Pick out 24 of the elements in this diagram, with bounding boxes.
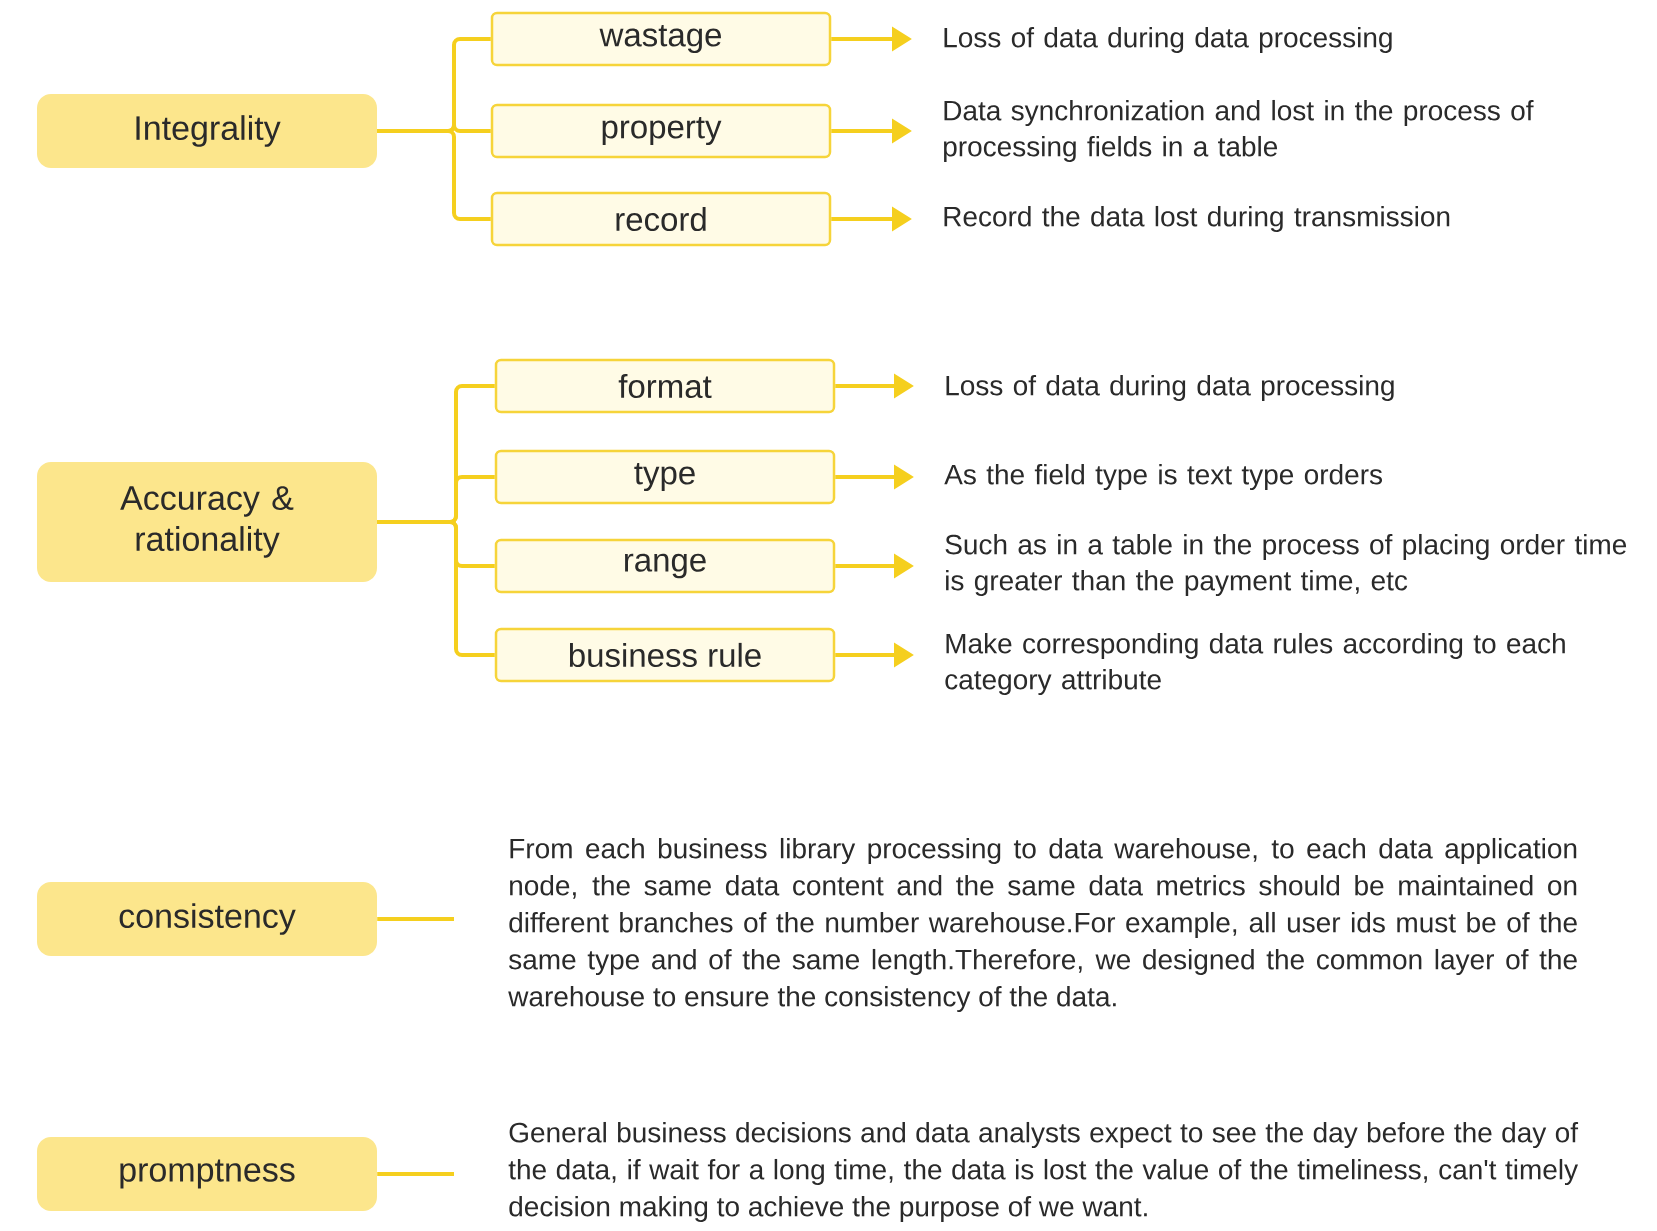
connector-line — [377, 917, 454, 921]
connector-line — [377, 129, 491, 221]
category-box: promptness — [37, 1137, 377, 1211]
item-box: format — [494, 358, 836, 414]
item-box: record — [490, 191, 832, 247]
item-box: type — [494, 449, 836, 505]
description-text: Loss of data during data processing — [944, 26, 1392, 54]
item-box: wastage — [490, 11, 832, 67]
description-paragraph: General business decisions and data analysts expect to see the day before the day of the data, if wait for a long time, the data is lost the value of the timeliness, can't timely decision making to achieve the purpose of we want. — [508, 1121, 1579, 1223]
item-box: business rule — [494, 627, 836, 683]
description-text: Data synchronization and lost in the process of processing fields in a table — [944, 99, 1534, 163]
connector-line — [377, 1172, 454, 1176]
category-box: Accuracy & rationality — [37, 462, 377, 582]
description-text: Such as in a table in the process of placing order time is greater than the payment time, etc — [945, 533, 1627, 597]
category-box: Integrality — [37, 94, 377, 168]
category-box: consistency — [37, 882, 377, 956]
item-box: property — [490, 103, 832, 159]
description-paragraph: From each business library processing to data warehouse, to each data application node, the same data content and the same data metrics should be maintained on different branches of the number warehouse.For example, all user ids must be of the same type and of the same length.Therefore, we designed the common layer of the warehouse to ensure the consistency of the data. — [508, 837, 1577, 1013]
description-text: As the field type is text type orders — [944, 463, 1382, 491]
description-text: Loss of data during data processing — [946, 374, 1394, 402]
connector-line — [377, 520, 495, 657]
item-box: range — [494, 538, 836, 594]
description-text: Record the data lost during transmission — [944, 205, 1450, 233]
description-text: Make corresponding data rules according to each category attribute — [945, 632, 1565, 696]
